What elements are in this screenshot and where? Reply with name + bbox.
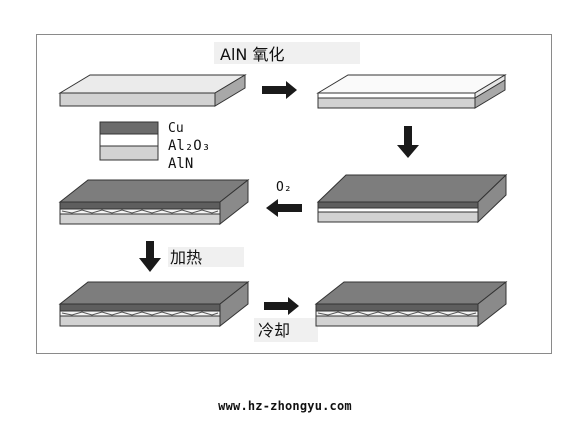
- plate-aln: [58, 74, 247, 107]
- oxidation-label: AlN 氧化: [220, 45, 284, 64]
- legend-swatch-cu: [99, 121, 159, 135]
- oxidation-label-bg: [214, 42, 360, 64]
- heating-label: 加热: [170, 248, 202, 267]
- legend-label-cu: Cu: [168, 121, 184, 136]
- plate-cu-with-oxygen: [58, 178, 250, 226]
- legend-label-aln: AlN: [168, 156, 193, 172]
- plate-oxidized-aln: [316, 74, 507, 109]
- legend-swatch-aln: [99, 145, 159, 161]
- plate-cooled-dbc: [314, 280, 508, 328]
- cooling-label: 冷却: [258, 321, 290, 340]
- website-url: www.hz-zhongyu.com: [218, 399, 352, 413]
- legend-label-al2o3: Al₂O₃: [168, 138, 210, 154]
- plate-cu-on-oxidized-aln: [316, 173, 508, 224]
- heating-label-bg: [168, 247, 244, 267]
- oxygen-label: O₂: [276, 180, 292, 195]
- arrow-down-icon: [139, 241, 161, 272]
- plate-heated-bonded: [58, 280, 250, 328]
- legend-swatch-al2o3: [99, 133, 159, 147]
- arrow-left-icon: [266, 199, 302, 217]
- cooling-label-bg: [254, 318, 318, 342]
- arrow-down-icon: [397, 126, 419, 158]
- arrow-right-icon: [262, 81, 297, 99]
- legend: Cu Al₂O₃ AlN: [99, 121, 210, 172]
- arrow-right-icon: [264, 297, 299, 315]
